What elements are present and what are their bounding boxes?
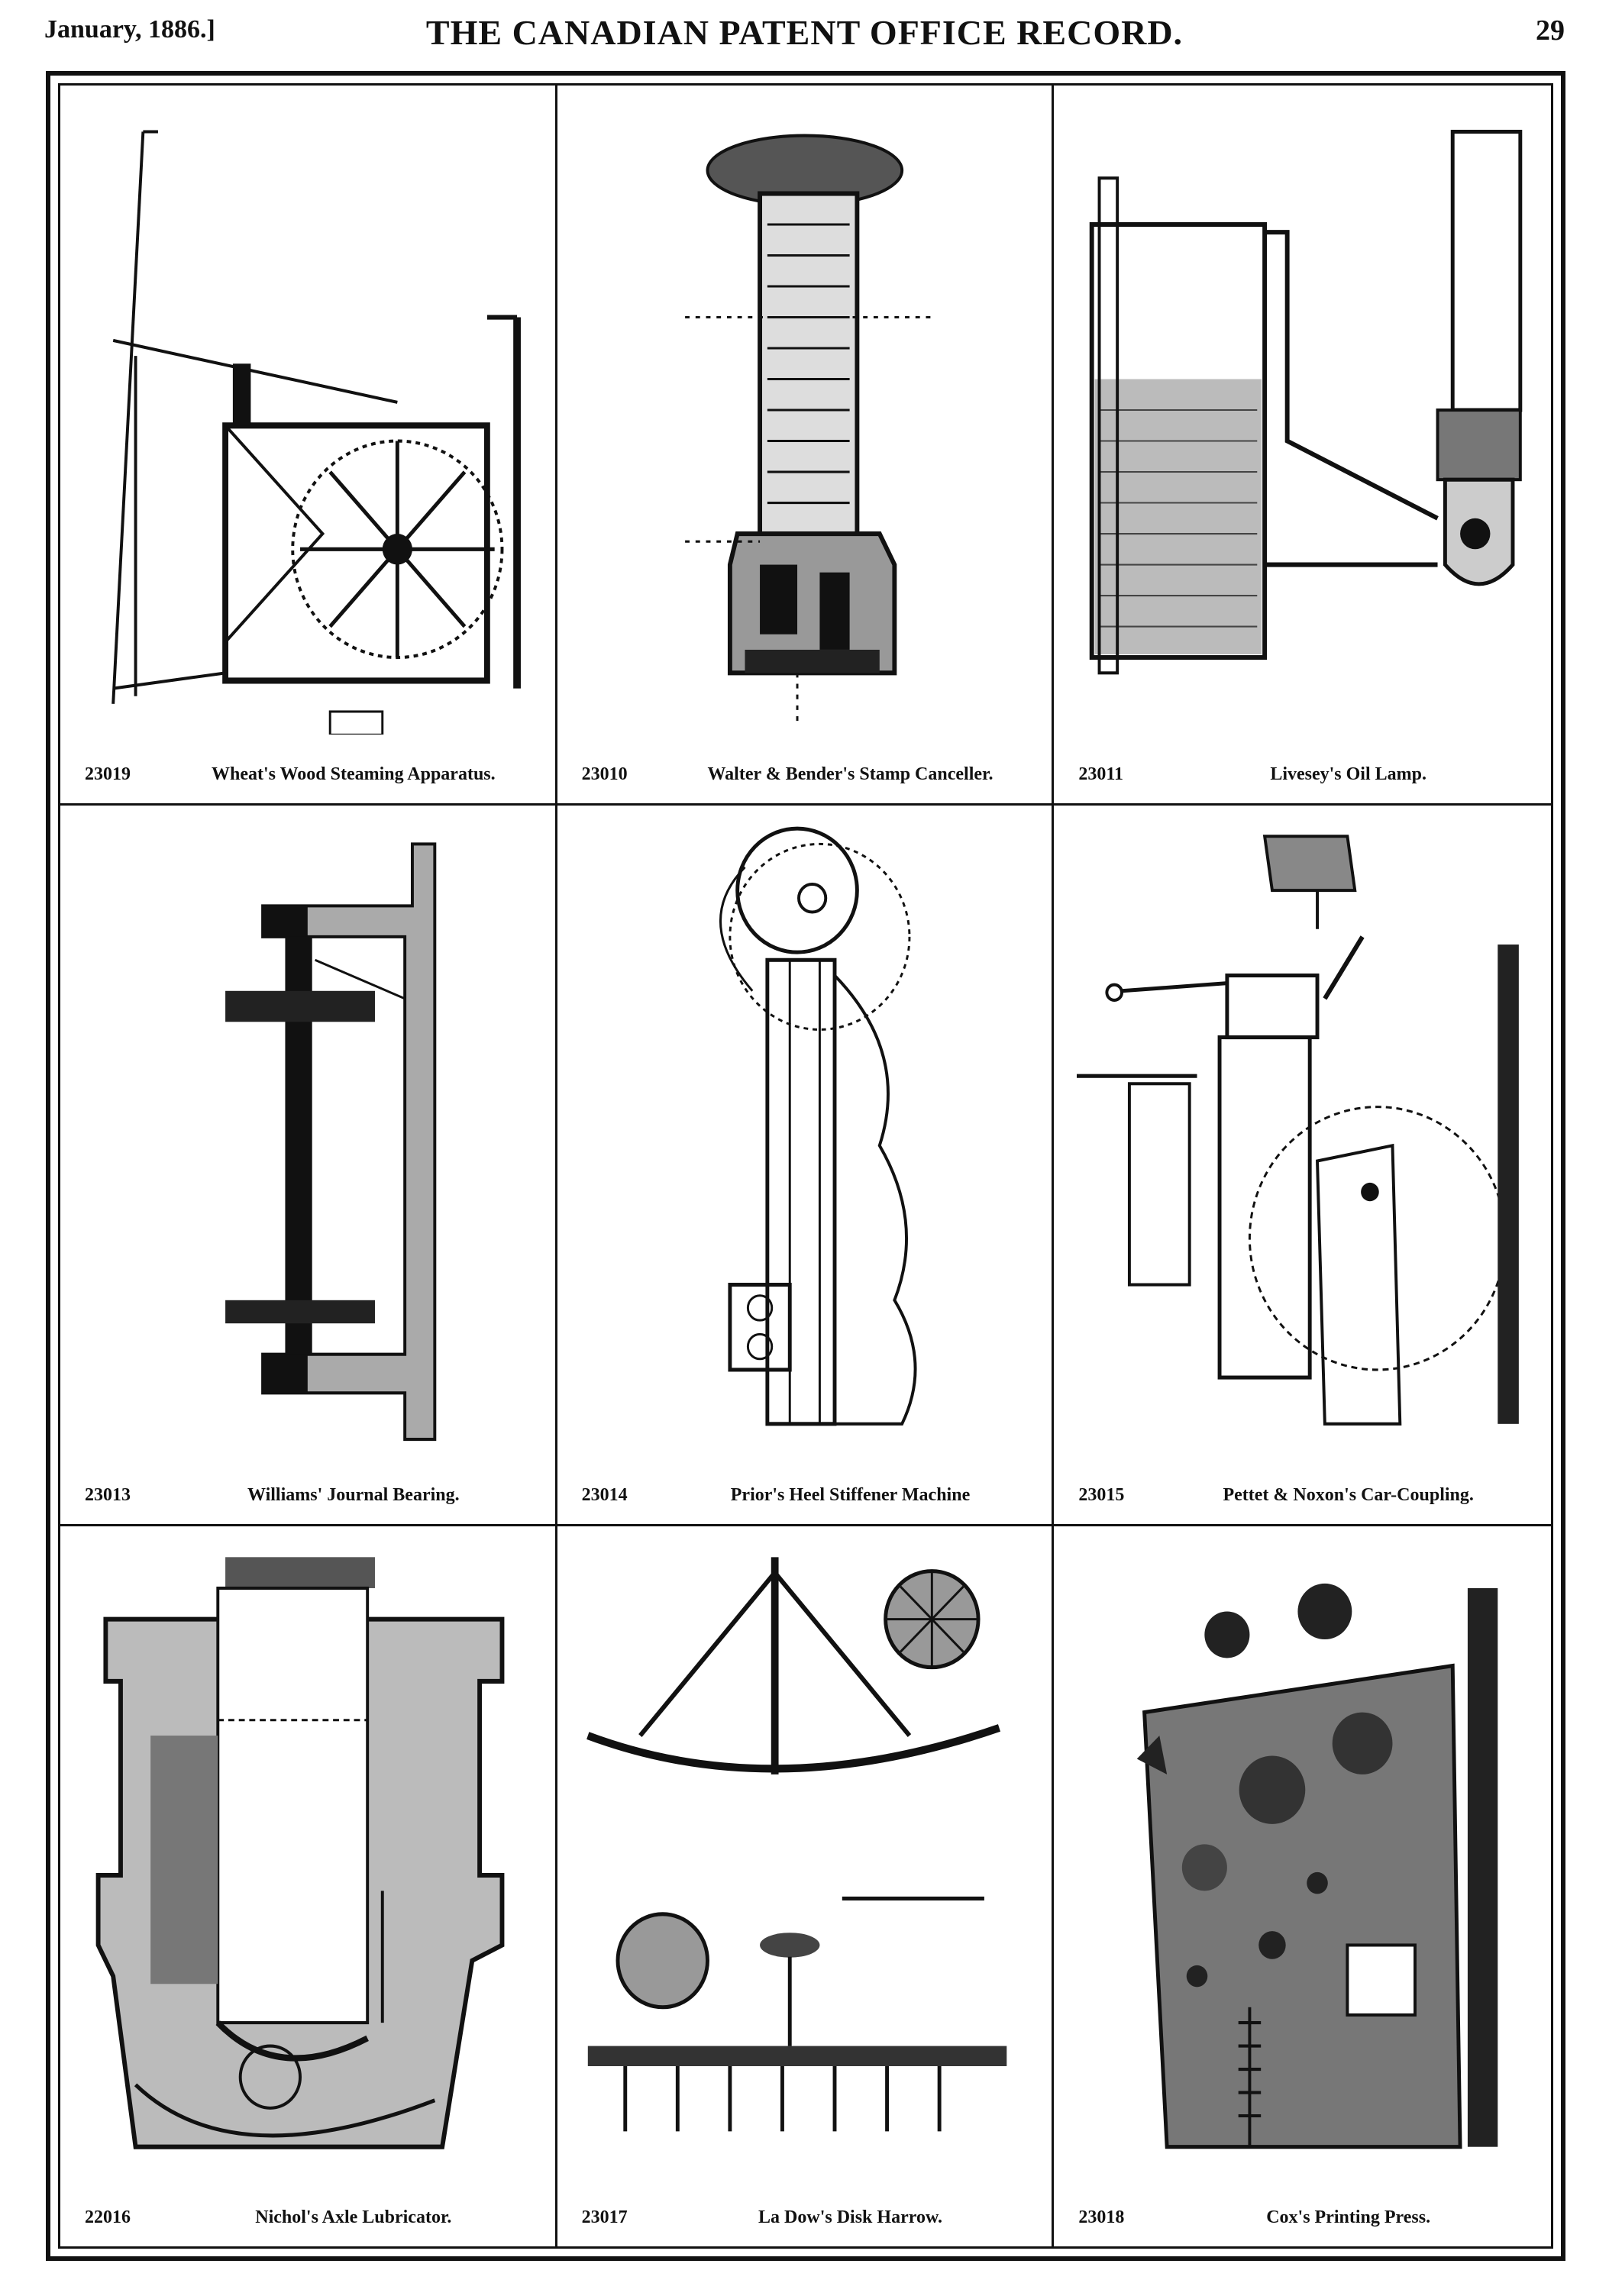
figure-caption: 23011 Livesey's Oil Lamp. [1069,754,1536,785]
disk-harrow-drawing [580,1542,1029,2178]
patent-number: 23014 [581,1484,628,1505]
patent-number: 23010 [581,764,628,785]
figure-caption: 23015 Pettet & Noxon's Car-Coupling. [1069,1475,1536,1506]
figure-cell-heel-stiffener: 23014 Prior's Heel Stiffener Machine [557,806,1055,1526]
invention-title: Livesey's Oil Lamp. [1270,764,1426,785]
figure-cell-printing-press: 23018 Cox's Printing Press. [1054,1526,1551,2246]
figure-cell-disk-harrow: 23017 La Dow's Disk Harrow. [557,1526,1055,2246]
invention-title: Pettet & Noxon's Car-Coupling. [1223,1484,1474,1505]
heel-stiffener-drawing [580,821,1029,1455]
figure-cell-oil-lamp: 23011 Livesey's Oil Lamp. [1054,86,1551,806]
patent-number: 23017 [581,2207,628,2227]
invention-title: Williams' Journal Bearing. [247,1484,460,1505]
plates-inner-frame: 23019 Wheat's Wood Steaming Apparatus. [58,83,1553,2249]
plates-frame: 23019 Wheat's Wood Steaming Apparatus. [46,71,1565,2261]
axle-lubricator-drawing [83,1542,532,2178]
figure-cell-axle-lubricator: 22016 Nichol's Axle Lubricator. [60,1526,557,2246]
invention-title: La Dow's Disk Harrow. [758,2207,942,2227]
wood-steaming-drawing [83,101,532,736]
figure-caption: 23017 La Dow's Disk Harrow. [573,2198,1037,2228]
header-title: THE CANADIAN PATENT OFFICE RECORD. [425,13,1184,52]
figure-cell-journal-bearing: 23013 Williams' Journal Bearing. [60,806,557,1526]
invention-title: Nichol's Axle Lubricator. [255,2207,452,2227]
figure-cell-car-coupling: 23015 Pettet & Noxon's Car-Coupling. [1054,806,1551,1526]
figure-cell-wood-steaming: 23019 Wheat's Wood Steaming Apparatus. [60,86,557,806]
oil-lamp-drawing [1077,101,1528,735]
figure-caption: 23010 Walter & Bender's Stamp Canceller. [573,754,1037,785]
patent-number: 23019 [85,764,131,785]
figure-caption: 22016 Nichol's Axle Lubricator. [76,2198,540,2228]
invention-title: Wheat's Wood Steaming Apparatus. [212,764,496,785]
invention-title: Cox's Printing Press. [1266,2207,1431,2227]
car-coupling-drawing [1077,821,1528,1455]
journal-bearing-drawing [83,821,532,1455]
stamp-canceller-drawing [580,101,1029,735]
patent-number: 23013 [85,1484,131,1505]
patent-number: 23015 [1078,1484,1125,1505]
plates-grid: 23019 Wheat's Wood Steaming Apparatus. [60,86,1551,2246]
page-number: 29 [1536,15,1565,47]
patent-number: 22016 [85,2207,131,2227]
invention-title: Prior's Heel Stiffener Machine [730,1484,971,1505]
patent-number: 23011 [1078,764,1124,785]
figure-caption: 23019 Wheat's Wood Steaming Apparatus. [76,754,540,785]
figure-caption: 23014 Prior's Heel Stiffener Machine [573,1475,1037,1506]
patent-number: 23018 [1078,2207,1125,2227]
header-date: January, 1886.] [44,15,215,44]
figure-caption: 23013 Williams' Journal Bearing. [76,1475,540,1506]
figure-cell-stamp-canceller: 23010 Walter & Bender's Stamp Canceller. [557,86,1055,806]
figure-caption: 23018 Cox's Printing Press. [1069,2198,1536,2228]
invention-title: Walter & Bender's Stamp Canceller. [707,764,994,785]
printing-press-drawing [1077,1542,1528,2178]
